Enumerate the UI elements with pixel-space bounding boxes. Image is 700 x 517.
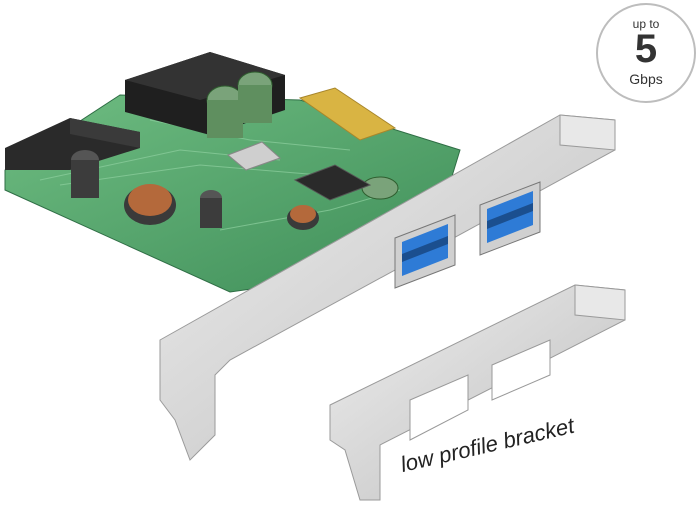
capacitors [71, 71, 399, 228]
usb-port-1 [394, 214, 456, 289]
badge-unit: Gbps [629, 71, 663, 87]
crystal-oscillator [227, 141, 281, 171]
pcie-gold-connector [298, 87, 397, 141]
low-profile-bracket [329, 284, 626, 501]
badge-value: 5 [634, 27, 658, 71]
usb-port-2 [479, 181, 541, 256]
inductors [124, 184, 319, 230]
usb-controller-chip [293, 164, 372, 201]
low-profile-port-cutout-1 [409, 374, 469, 441]
sata-power-connector [5, 118, 140, 170]
speed-badge: up to 5 Gbps [596, 3, 696, 103]
low-profile-port-cutout-2 [491, 339, 551, 401]
badge-up-to: up to [632, 17, 660, 31]
